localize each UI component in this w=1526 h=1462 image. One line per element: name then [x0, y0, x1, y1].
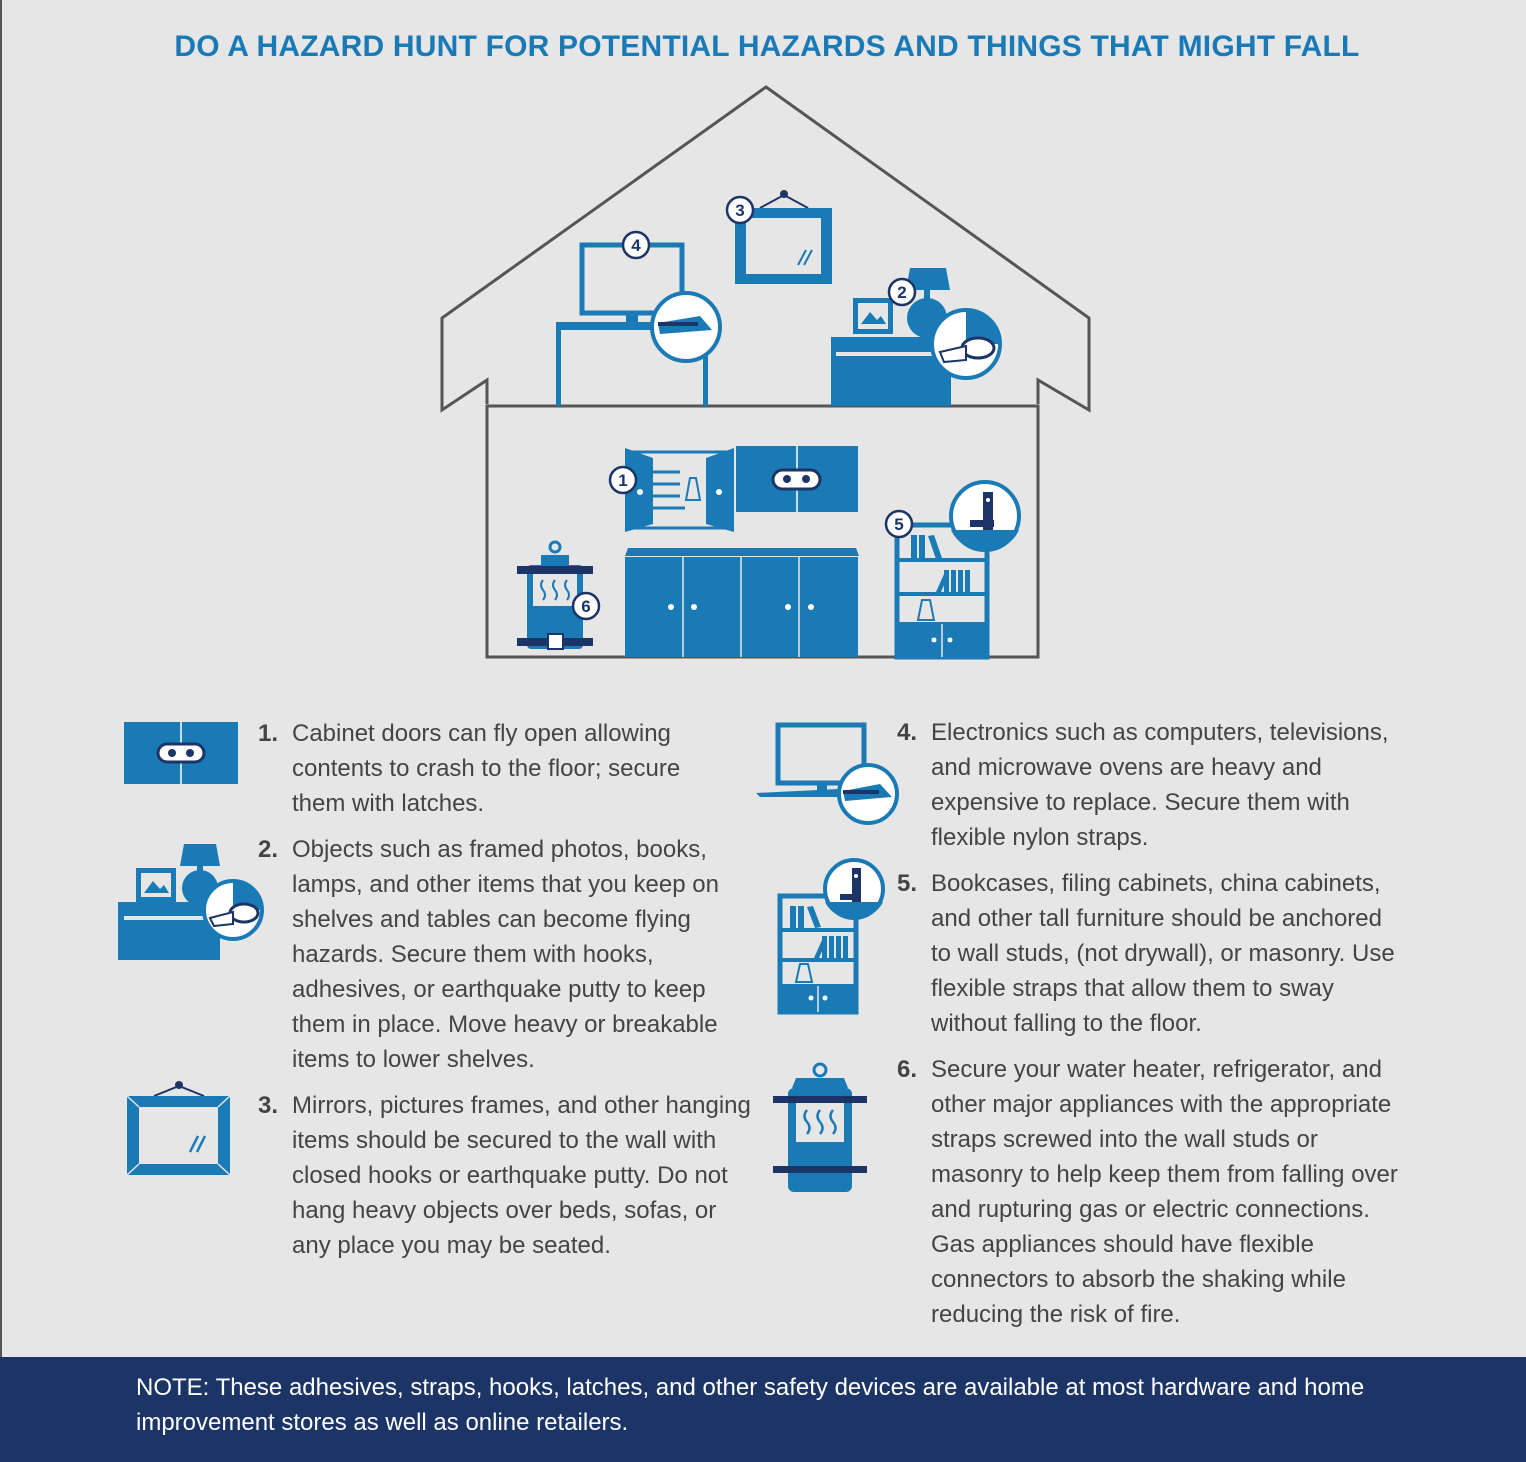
note-banner: NOTE: These adhesives, straps, hooks, la…: [0, 1357, 1526, 1462]
item-text: Mirrors, pictures frames, and other hang…: [292, 1092, 751, 1259]
diagram-marker-5: 5: [884, 509, 914, 539]
mirror-illustration: [735, 190, 832, 284]
bookcase-anchor-icon: [777, 858, 885, 1015]
note-text: NOTE: These adhesives, straps, hooks, la…: [136, 1374, 1365, 1436]
svg-text:2: 2: [897, 283, 906, 302]
svg-text:3: 3: [735, 201, 744, 220]
item-text: Secure your water heater, refrigerator, …: [931, 1056, 1398, 1328]
hazard-item-6: 6. Secure your water heater, refrigerato…: [897, 1052, 1407, 1332]
hazard-item-1: 1. Cabinet doors can fly open allowing c…: [258, 716, 728, 821]
water-heater-strap-icon: [773, 1062, 867, 1192]
page-title: DO A HAZARD HUNT FOR POTENTIAL HAZARDS A…: [174, 30, 1360, 63]
svg-text:6: 6: [581, 597, 590, 616]
item-text: Cabinet doors can fly open allowing cont…: [292, 720, 681, 817]
item-number: 3.: [258, 1092, 279, 1119]
item-text: Bookcases, filing cabinets, china cabine…: [931, 870, 1395, 1037]
table-objects-adhesive-icon: [118, 844, 264, 960]
item-text: Electronics such as computers, televisio…: [931, 719, 1389, 851]
house-diagram: 1 2 3 4 5 6: [440, 85, 1091, 660]
hazard-item-4: 4. Electronics such as computers, televi…: [897, 715, 1397, 855]
svg-text:5: 5: [894, 515, 903, 534]
diagram-marker-6: 6: [571, 591, 601, 621]
computer-strap-icon: [756, 722, 899, 825]
hazard-item-3: 3. Mirrors, pictures frames, and other h…: [258, 1088, 753, 1263]
hazard-item-2: 2. Objects such as framed photos, books,…: [258, 832, 740, 1077]
diagram-marker-2: 2: [887, 277, 917, 307]
item-number: 1.: [258, 720, 279, 747]
desk-monitor-illustration: [556, 242, 722, 406]
bookcase-illustration: [894, 480, 1021, 660]
cabinet-latch-icon: [124, 722, 238, 784]
hazard-item-5: 5. Bookcases, filing cabinets, china cab…: [897, 866, 1407, 1041]
item-number: 6.: [897, 1056, 918, 1083]
mirror-frame-icon: [126, 1081, 231, 1176]
diagram-marker-4: 4: [621, 230, 651, 260]
svg-text:1: 1: [618, 471, 627, 490]
diagram-marker-3: 3: [725, 195, 755, 225]
base-cabinet-illustration: [625, 548, 859, 657]
item-number: 2.: [258, 836, 279, 863]
item-number: 5.: [897, 870, 918, 897]
item-text: Objects such as framed photos, books, la…: [292, 836, 719, 1073]
side-table-illustration: [831, 268, 1002, 406]
svg-text:4: 4: [631, 236, 641, 255]
diagram-marker-1: 1: [608, 465, 638, 495]
wall-cabinet-illustration: [625, 446, 858, 532]
water-heater-illustration: [517, 540, 593, 650]
item-number: 4.: [897, 719, 918, 746]
